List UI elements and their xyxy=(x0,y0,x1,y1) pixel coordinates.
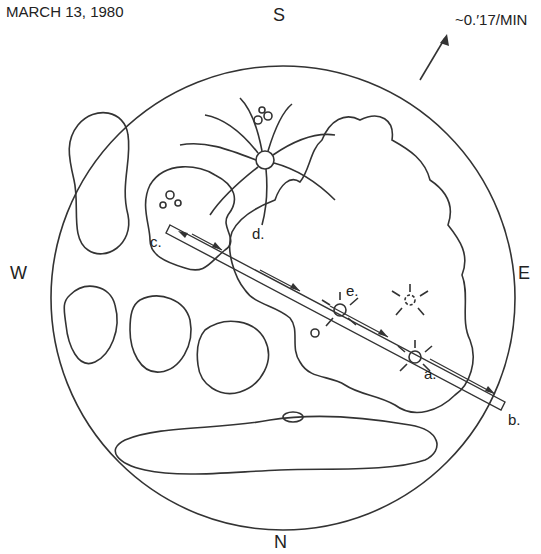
point-label: e. xyxy=(346,283,359,298)
point-label: d. xyxy=(252,226,265,241)
date-title: MARCH 13, 1980 xyxy=(6,4,124,19)
drift-rate: ~0.′17/MIN xyxy=(455,12,527,27)
point-label: a. xyxy=(424,366,437,381)
direction-letter: S xyxy=(273,6,285,24)
point-label: c. xyxy=(150,234,162,249)
lunar-disk xyxy=(51,66,515,530)
direction-letter: N xyxy=(274,533,287,551)
point-label: b. xyxy=(508,412,521,427)
direction-letter: W xyxy=(10,264,27,282)
direction-letter: E xyxy=(518,264,530,282)
